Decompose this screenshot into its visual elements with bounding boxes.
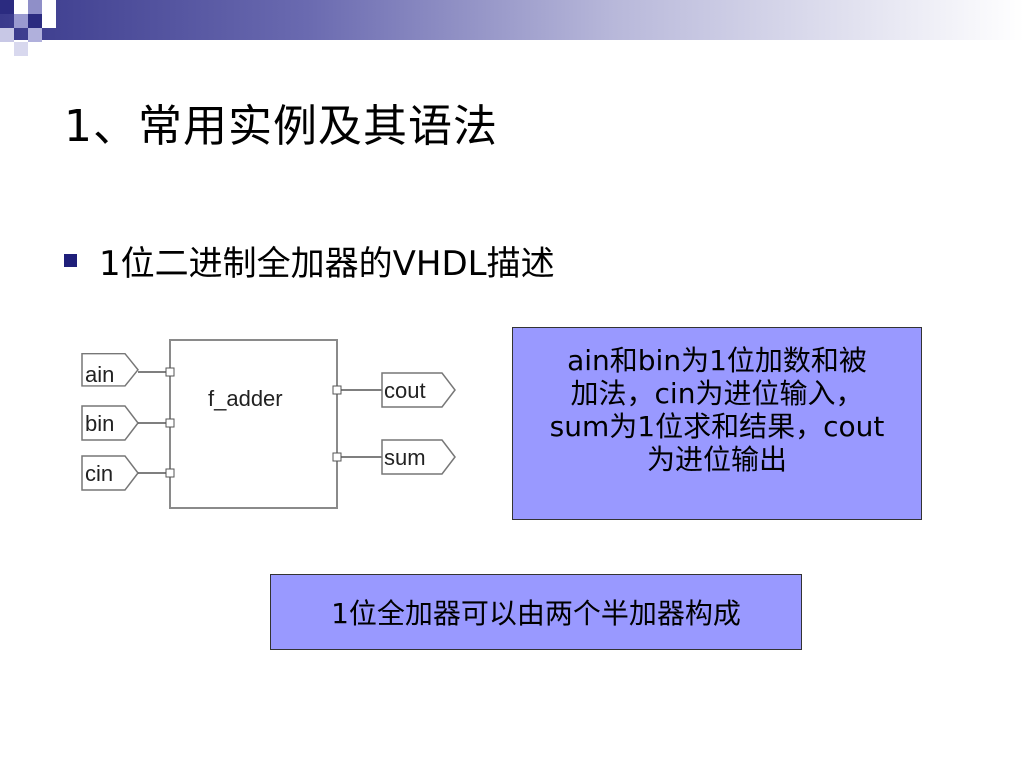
corner-decoration: [0, 0, 56, 56]
description-line: ain和bin为1位加数和被: [567, 344, 867, 377]
slide-title: 1、常用实例及其语法: [64, 101, 498, 152]
output-port-sum: sum: [332, 439, 456, 475]
output-label-cout: cout: [384, 378, 426, 403]
bullet-text: 1位二进制全加器的VHDL描述: [99, 244, 555, 284]
input-label-ain: ain: [85, 362, 114, 387]
input-port-ain: ain: [81, 352, 175, 387]
input-label-bin: bin: [85, 411, 114, 436]
description-line: 加法，cin为进位输入，: [570, 377, 864, 410]
output-port-cout: cout: [332, 372, 456, 408]
input-port-cin: cin: [81, 455, 175, 491]
description-line: sum为1位求和结果，cout: [549, 410, 885, 443]
description-box: ain和bin为1位加数和被 加法，cin为进位输入， sum为1位求和结果，c…: [512, 327, 922, 520]
note-text: 1位全加器可以由两个半加器构成: [331, 597, 741, 630]
header-gradient-band: [0, 0, 1024, 40]
note-box: 1位全加器可以由两个半加器构成: [270, 574, 802, 650]
description-line: 为进位输出: [646, 443, 787, 476]
output-label-sum: sum: [384, 445, 426, 470]
full-adder-diagram: f_adder ain bin cin cout sum: [81, 339, 456, 509]
bullet-square-icon: [64, 254, 77, 267]
entity-block: [169, 339, 338, 509]
input-port-bin: bin: [81, 405, 175, 441]
bullet-item: 1位二进制全加器的VHDL描述: [64, 236, 555, 285]
input-label-cin: cin: [85, 461, 113, 486]
entity-label: f_adder: [208, 386, 283, 411]
